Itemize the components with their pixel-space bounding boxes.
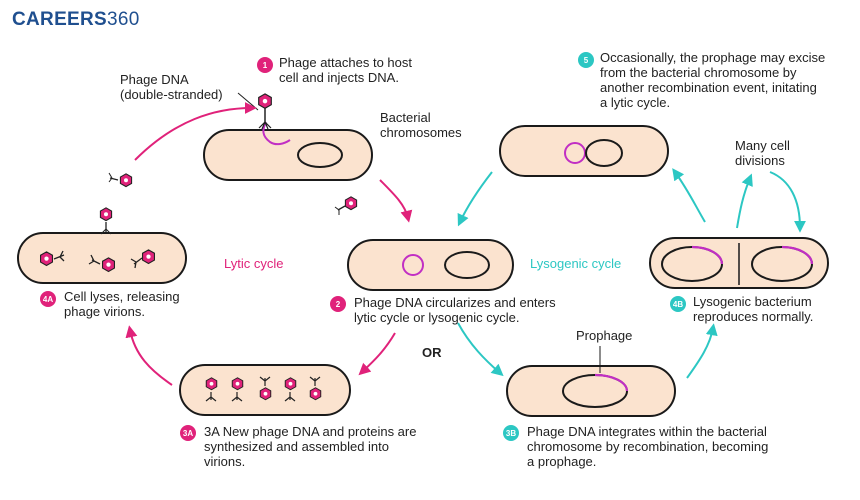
step-4b-text: Lysogenic bacterium reproduces normally. (693, 294, 814, 324)
free-phage-icon (334, 196, 358, 215)
or-label: OR (422, 345, 442, 360)
bacterium-1 (203, 121, 373, 181)
arrow-5-to-2 (457, 171, 493, 227)
arrow-2-to-3a (358, 332, 396, 376)
bacterium-2 (347, 239, 514, 291)
free-phage-icon (108, 172, 133, 188)
bacterium-5 (499, 125, 669, 177)
step-3b-text: Phage DNA integrates within the bacteria… (527, 424, 769, 469)
arrow-2-to-3b (457, 322, 504, 377)
arrow-free-to-attach (134, 102, 257, 161)
released-phage-icon (99, 207, 113, 235)
arrow-3a-to-4a (125, 325, 173, 386)
step-5-text: Occasionally, the prophage may excise fr… (600, 50, 826, 110)
prophage-label: Prophage (576, 328, 633, 343)
step-1-badge: 1 (257, 57, 273, 73)
step-2-badge: 2 (330, 296, 346, 312)
arrow-3b-to-4b (686, 323, 718, 379)
lytic-cycle-label: Lytic cycle (224, 256, 284, 271)
careers360-logo: CAREERS360 (12, 9, 140, 30)
arrow-1-to-2 (379, 179, 413, 223)
step-3a-badge: 3A (180, 425, 196, 441)
phage-dna-label: Phage DNA (double-stranded) (120, 72, 223, 102)
arrow-division-down (769, 171, 806, 233)
phages-in-cell-4a (39, 249, 156, 273)
phage-attached-icon (258, 93, 272, 130)
step-2-text: Phage DNA circularizes and enters lytic … (354, 295, 556, 325)
many-cell-divisions-label: Many cell divisions (735, 138, 790, 168)
bacterium-3b (506, 346, 676, 417)
step-3b-badge: 3B (503, 425, 519, 441)
phages-in-cell-3a (205, 376, 322, 402)
bacterial-chromosomes-label: Bacterial chromosomes (380, 110, 462, 140)
step-4b-badge: 4B (670, 296, 686, 312)
step-5-badge: 5 (578, 52, 594, 68)
step-1-text: Phage attaches to host cell and injects … (279, 55, 412, 85)
lysogenic-cycle-label: Lysogenic cycle (530, 256, 622, 271)
bacterium-4b (649, 237, 829, 289)
step-4a-text: Cell lyses, releasing phage virions. (64, 289, 180, 319)
arrow-division-up (736, 173, 753, 229)
step-3a-text: 3A New phage DNA and proteins are synthe… (204, 424, 417, 469)
step-4a-badge: 4A (40, 291, 56, 307)
arrow-4b-to-5 (672, 168, 706, 223)
